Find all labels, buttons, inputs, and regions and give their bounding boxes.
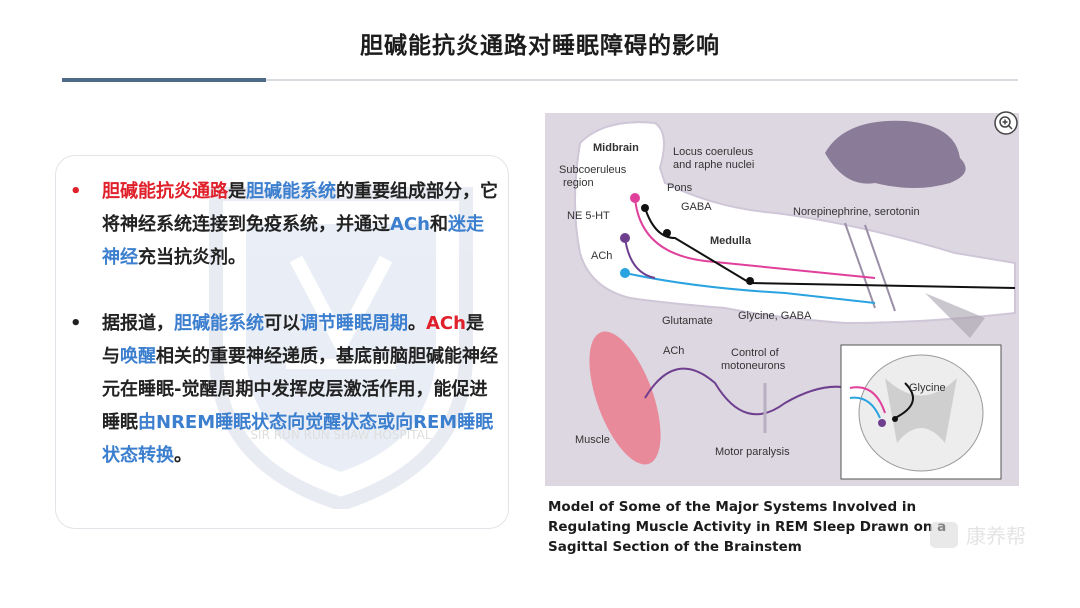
label-glycine-gaba: Glycine, GABA	[738, 310, 812, 322]
label-pons: Pons	[667, 182, 693, 194]
pink-pathway	[634, 197, 876, 279]
label-ach: ACh	[591, 250, 612, 262]
label-motoneurons: motoneurons	[721, 360, 786, 372]
label-subcoeruleus: Subcoeruleus	[559, 164, 627, 176]
text-run: 。	[408, 313, 426, 334]
label-raphe: and raphe nuclei	[673, 159, 754, 171]
label-control: Control of	[731, 347, 780, 359]
text-run: 可以	[264, 313, 300, 334]
title-rule	[266, 79, 1018, 81]
blue-pathway	[624, 272, 876, 304]
label-glutamate: Glutamate	[662, 315, 713, 327]
black-pathway	[644, 207, 1016, 289]
svg-text:康养帮: 康养帮	[966, 524, 1026, 548]
purple-pathway	[624, 237, 656, 279]
label-muscle: Muscle	[575, 434, 610, 446]
figure-panel: Midbrain Locus coeruleus and raphe nucle…	[545, 113, 1019, 486]
figure-caption: Model of Some of the Major Systems Invol…	[548, 499, 947, 555]
label-ach-motor: ACh	[663, 345, 684, 357]
label-glycine: Glycine	[909, 382, 946, 394]
hospital-logo-watermark: SIR RUN RUN SHAW HOSPITAL	[209, 187, 473, 509]
label-region: region	[563, 177, 594, 189]
text-run: 调节睡眠周期	[300, 313, 408, 334]
text-run: ACh	[390, 214, 430, 235]
text-run: 由NREM睡眠状态向觉醒状态或向REM睡眠状态转换	[102, 412, 494, 466]
text-run: 和	[429, 214, 448, 235]
text-run: 胆碱能系统	[174, 313, 264, 334]
text-run: 唤醒	[120, 346, 156, 367]
label-motor-paralysis: Motor paralysis	[715, 446, 790, 458]
label-norepinephrine: Norepinephrine, serotonin	[793, 206, 920, 218]
grey-arrow	[925, 293, 985, 338]
text-run: 是与	[102, 313, 484, 367]
text-run: 胆碱能抗炎通路	[102, 181, 228, 202]
bullet-2-text: 据报道，胆碱能系统可以调节睡眠周期。ACh是与唤醒相关的重要神经递质，基底前脑胆…	[102, 307, 498, 472]
bullet-1-text: 胆碱能抗炎通路是胆碱能系统的重要组成部分，它将神经系统连接到免疫系统，并通过AC…	[102, 175, 498, 274]
brain-illustration	[825, 120, 966, 188]
zoom-in-icon[interactable]	[993, 110, 1019, 136]
bullet-marker: •	[70, 313, 82, 334]
label-medulla: Medulla	[710, 235, 752, 247]
title-rule-accent	[62, 78, 266, 82]
label-ne5ht: NE 5-HT	[567, 210, 610, 222]
text-run: 的重要组成部分，它将神经系统连接到免疫系统，并通过	[102, 181, 498, 235]
label-gaba: GABA	[681, 201, 712, 213]
text-run: 。	[174, 445, 192, 466]
bullet-paragraph-2: • 据报道，胆碱能系统可以调节睡眠周期。ACh是与唤醒相关的重要神经递质，基底前…	[70, 307, 498, 472]
text-run: 是	[228, 181, 246, 202]
bullet-marker: •	[70, 181, 82, 202]
label-locus: Locus coeruleus	[673, 146, 754, 158]
muscle-illustration	[589, 331, 661, 465]
bullet-paragraph-1: • 胆碱能抗炎通路是胆碱能系统的重要组成部分，它将神经系统连接到免疫系统，并通过…	[70, 175, 498, 274]
brainstem-diagram: Midbrain Locus coeruleus and raphe nucle…	[559, 120, 1016, 480]
text-run: 胆碱能系统	[246, 181, 336, 202]
text-run: 据报道，	[102, 313, 174, 334]
slide-title: 胆碱能抗炎通路对睡眠障碍的影响	[360, 33, 720, 59]
text-box: SIR RUN RUN SHAW HOSPITAL • 胆碱能抗炎通路是胆碱能系…	[55, 155, 509, 529]
text-run: 充当抗炎剂。	[138, 247, 246, 268]
text-run: ACh	[426, 313, 466, 334]
brand-watermark: 康养帮	[930, 522, 1026, 548]
text-run: 相关的重要神经递质，基底前脑胆碱能神经元在睡眠-觉醒周期中发挥皮层激活作用，能促…	[102, 346, 498, 433]
label-midbrain: Midbrain	[593, 142, 639, 154]
text-run: 迷走神经	[102, 214, 484, 268]
svg-text:SIR RUN RUN SHAW HOSPITAL: SIR RUN RUN SHAW HOSPITAL	[250, 428, 431, 442]
